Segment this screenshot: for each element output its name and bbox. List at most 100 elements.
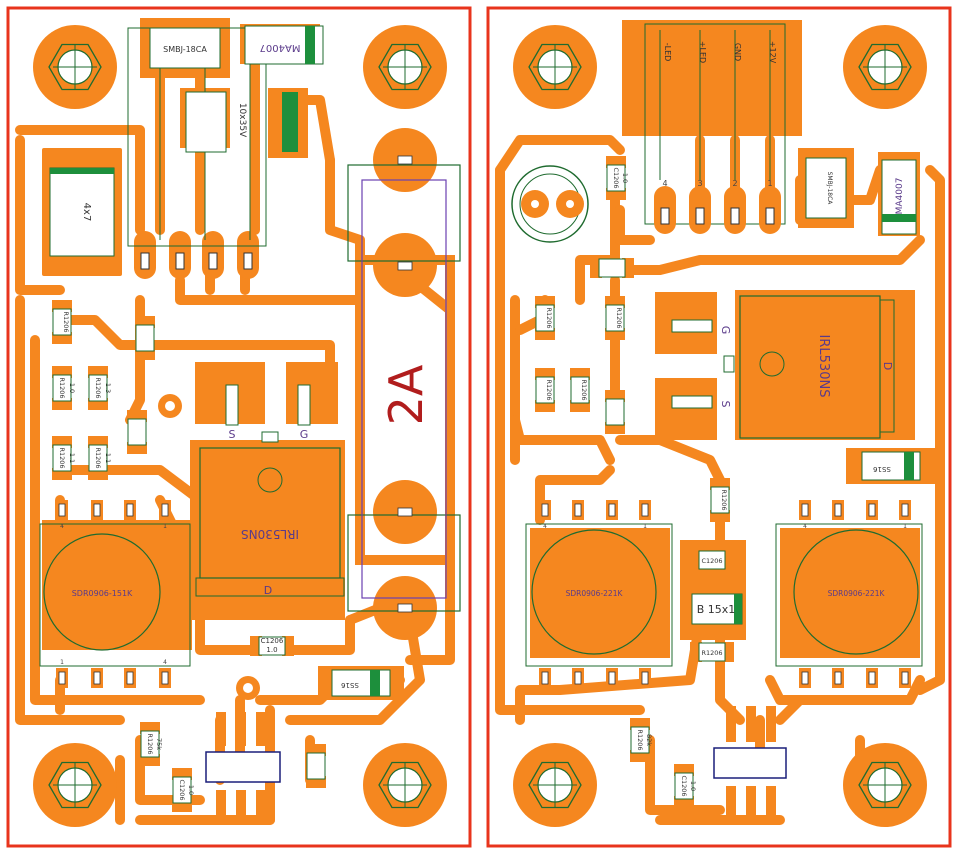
right-bottom-passives: R1206 82k C1206 1.0	[629, 717, 697, 809]
right-res-center-label: R1206	[720, 489, 728, 510]
left-ic-bottom	[205, 676, 281, 820]
left-tvs-diode: SMBJ-18CA	[149, 27, 221, 69]
right-conn-num-4: 4	[662, 179, 667, 188]
left-inductor-label: SDR0906-151K	[72, 589, 133, 598]
left-mosfet-d: D	[264, 584, 272, 597]
right-tvs-label: SMBJ-18CA	[826, 172, 833, 206]
left-mosfet-gate-pad	[286, 362, 338, 424]
right-res-r4-label: R1206	[580, 379, 588, 400]
left-cap-10x35: 10x35V	[185, 91, 298, 153]
left-mount-hole-bl	[32, 742, 118, 828]
left-ind-pin-4b: 4	[163, 659, 167, 666]
right-conn-pin-led-minus: -LED	[663, 43, 672, 62]
left-cap-small-val: 1.0	[187, 785, 195, 795]
left-fuse-label: 2A	[379, 364, 433, 425]
right-mosfet: IRL530NS G S D	[671, 295, 895, 439]
right-tvs-diode: SMBJ-18CA	[805, 157, 847, 219]
right-center-stack: C1206 B 15x1 R1206	[689, 549, 743, 663]
left-res-bottom-label: R1206	[146, 733, 154, 754]
right-mosfet-s: S	[719, 401, 732, 408]
right-inductor-right: SDR0906-221K 4 1	[775, 499, 923, 689]
left-res-bottom-val: 75k	[155, 738, 163, 750]
left-res-r4-val: 1.1	[104, 453, 112, 463]
right-mount-hole-tl	[512, 24, 598, 110]
left-diode-top-label: MA4007	[260, 42, 301, 53]
left-diode-bottom: SS16	[318, 666, 404, 700]
right-res-r3-label: R1206	[545, 379, 553, 400]
right-board: -LED +LED GND +12V 4 3 2 1 C1206 1.0	[486, 6, 952, 848]
right-conn-num-3: 3	[697, 179, 702, 188]
left-res-r2-val: 1.3	[104, 383, 112, 393]
left-cap-10x35-label: 10x35V	[237, 103, 247, 138]
right-indr-pin-4: 4	[803, 523, 807, 530]
right-mosfet-d: D	[881, 362, 894, 370]
left-cap-bottom-val: 1.0	[266, 646, 277, 654]
left-ind-pin-1b: 1	[60, 659, 64, 666]
right-cap-top-label: C1206	[612, 167, 620, 188]
left-electrolytic-cap: 4x7	[49, 167, 115, 257]
left-res-r4-label: R1206	[94, 447, 102, 468]
right-mosfet-source-pad	[655, 378, 717, 440]
right-center-label: B 15x1	[697, 603, 736, 616]
left-res-r3-label: R1206	[58, 447, 66, 468]
left-mount-hole-tl	[32, 24, 118, 110]
left-diode-bottom-label: SS16	[341, 681, 359, 689]
left-cap-small-label: C1206	[178, 779, 186, 800]
right-diode-top: MA4007	[881, 159, 917, 235]
right-conn-num-2: 2	[732, 179, 737, 188]
left-cap-bottom-label: C1206	[261, 637, 284, 645]
right-conn-num-1: 1	[767, 179, 772, 188]
left-ind-pin-1: 1	[163, 523, 167, 530]
left-ind-pin-4: 4	[60, 523, 64, 530]
right-res-r2-label: R1206	[615, 307, 623, 328]
right-cap-mid-label: C1206	[701, 557, 722, 565]
right-inductor-left: SDR0906-221K 4 1	[525, 499, 673, 689]
right-conn-pin-led-plus: +LED	[698, 41, 707, 63]
right-ic-bottom	[713, 706, 787, 816]
right-diode-ss16: SS16	[846, 448, 938, 484]
right-connector-pad	[622, 20, 802, 136]
right-indl-pin-4: 4	[543, 523, 547, 530]
left-board: 2A SMBJ-18CA MA4007 4x7	[6, 6, 472, 848]
right-res-r1-label: R1206	[545, 307, 553, 328]
left-inductor: SDR0906-151K 4 1 1 4	[39, 499, 191, 689]
left-res-bottom: R1206 75k C1206 1.0	[139, 721, 327, 813]
right-connector: -LED +LED GND +12V 4 3 2 1	[644, 23, 786, 235]
left-elec-cap-label: 4x7	[81, 203, 92, 222]
right-mount-hole-tr	[842, 24, 928, 110]
left-mosfet: IRL530NS S G D	[195, 384, 345, 597]
left-tvs-label: SMBJ-18CA	[163, 45, 207, 54]
left-fuse-holder	[347, 128, 461, 640]
right-mosfet-label: IRL530NS	[816, 335, 831, 398]
right-cap-top: C1206 1.0	[605, 155, 629, 201]
left-mosfet-label: IRL530NS	[241, 527, 299, 541]
left-res-r1-label: R1206	[58, 377, 66, 398]
right-diode-top-label: MA4007	[895, 178, 905, 215]
left-mosfet-s: S	[229, 428, 236, 441]
right-cap-top-val: 1.0	[621, 173, 629, 183]
right-mosfet-g: G	[719, 326, 732, 335]
left-res-r3-val: 1.1	[68, 453, 76, 463]
left-mosfet-g: G	[300, 428, 309, 441]
left-board-outline	[6, 6, 472, 848]
right-res-mid-label: R1206	[701, 649, 722, 657]
right-mount-hole-bl	[512, 742, 598, 828]
right-indl-pin-1: 1	[643, 523, 647, 530]
right-inductor-right-label: SDR0906-221K	[828, 589, 886, 598]
left-resistor-column: R1206 R1206 1.0 R1206 1.3 R1206 1.1 R120…	[51, 299, 182, 481]
right-indr-pin-1: 1	[903, 523, 907, 530]
left-cap-bottom: C1206 1.0	[249, 635, 295, 657]
right-board-outline	[486, 6, 952, 848]
left-mount-hole-br	[362, 742, 448, 828]
right-resistors: R1206 R1206 R1206 R1206 R1206	[534, 257, 731, 523]
left-mount-hole-tr	[362, 24, 448, 110]
right-cap-bottom-label: C1206	[680, 775, 688, 796]
right-mount-hole-br	[842, 742, 928, 828]
right-mosfet-drain-pad	[735, 290, 915, 440]
right-res-bottom-label: R1206	[636, 729, 644, 750]
right-led-footprint	[511, 165, 589, 243]
right-conn-pin-12v: +12V	[768, 41, 777, 64]
right-res-bottom-val: 82k	[645, 734, 653, 746]
right-diode-ss16-label: SS16	[873, 465, 891, 473]
